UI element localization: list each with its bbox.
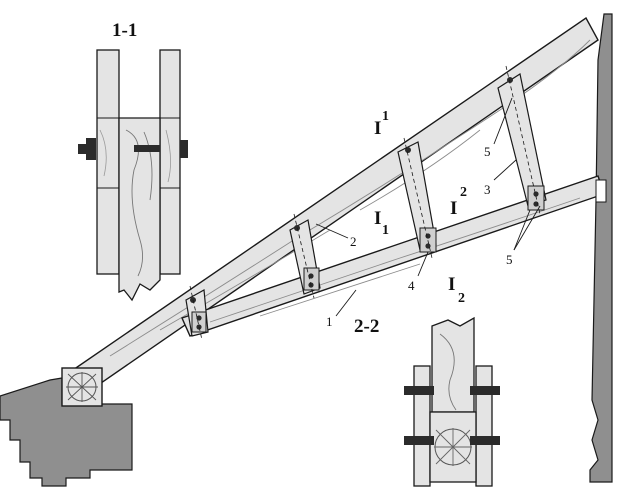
callout-4: 4: [408, 278, 415, 293]
mark-I-upper: I: [374, 118, 381, 139]
mark-I-lower-section: I: [448, 274, 455, 295]
mark-I-upper-section-sub: 1: [382, 223, 389, 238]
section-1-1-drawing: [78, 49, 188, 302]
callout-5-lower: 5: [506, 252, 513, 267]
right-wall: [589, 13, 613, 483]
post-2: [289, 219, 321, 295]
mark-I-lower: I: [450, 198, 457, 219]
post-4: [497, 73, 547, 211]
callout-3: 3: [484, 182, 491, 197]
callout-1: 1: [326, 314, 333, 329]
callout-2: 2: [350, 234, 357, 249]
section-2-2-label: 2-2: [354, 316, 379, 337]
mark-I-lower-section-sub: 2: [458, 291, 465, 306]
post-axes: [189, 65, 541, 341]
callout-5-upper: 5: [484, 144, 491, 159]
wall-notch: [595, 179, 607, 203]
post-3: [397, 141, 437, 253]
section-1-1-label: 1-1: [112, 20, 137, 41]
section-2-2-drawing: [404, 316, 500, 487]
leader-lines: [315, 97, 541, 317]
mark-I-lower-sup: 2: [460, 185, 467, 200]
heel-block: [61, 367, 103, 407]
lower-rafter-grain: [209, 197, 581, 323]
post-1: [185, 289, 209, 337]
mark-I-upper-section: I: [374, 208, 381, 229]
mark-I-upper-sup: 1: [382, 109, 389, 124]
